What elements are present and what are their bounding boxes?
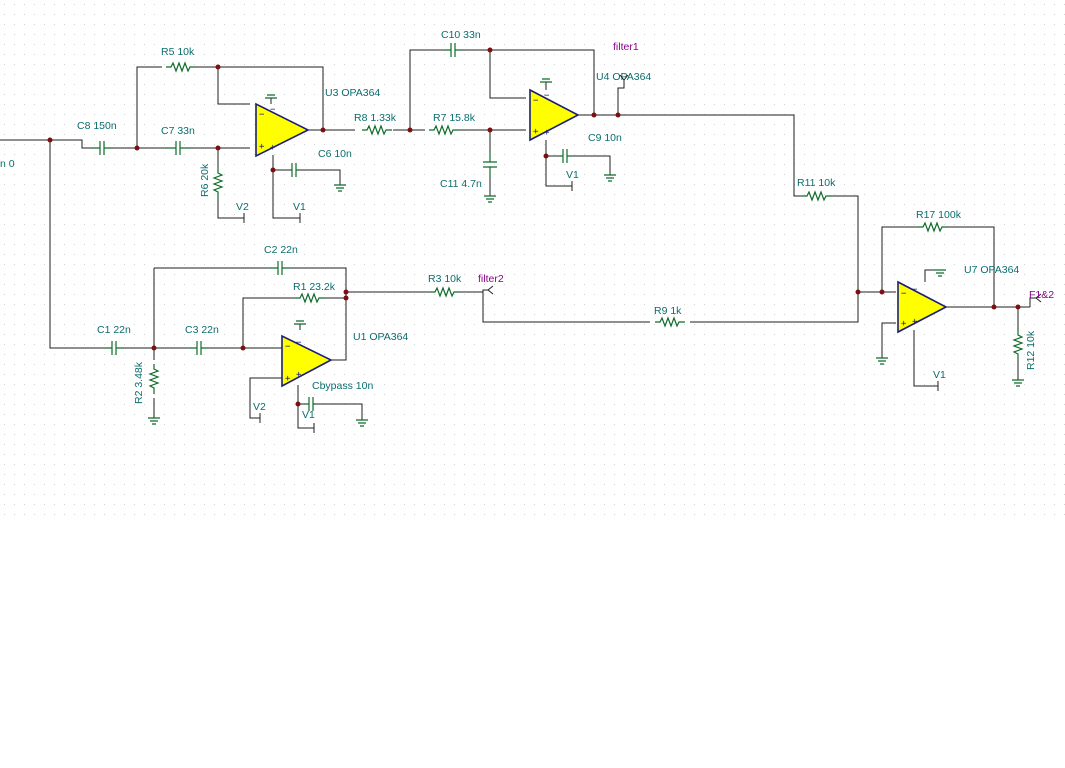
capacitor-c3[interactable]: C3 22n [185,324,219,355]
capacitor-c8-label: C8 150n [77,120,117,132]
opamp-u7[interactable]: − + − + U7 OPA364 [897,264,1019,334]
ground-icons [148,78,1024,427]
resistor-r5-label: R5 10k [161,46,195,58]
opamp-u1[interactable]: − + − + U1 OPA364 [281,331,408,388]
capacitor-c6[interactable]: C6 10n [290,148,352,177]
svg-text:−: − [912,285,918,295]
ground-icon [356,419,368,427]
opamp-u1-label: U1 OPA364 [353,331,408,343]
net-out-label: F1&2 [1029,289,1054,301]
capacitor-c2-label: C2 22n [264,244,298,256]
svg-text:−: − [259,110,265,120]
svg-text:+: + [912,317,918,327]
resistor-r1[interactable]: R1 23.2k [293,281,336,303]
wires [0,49,1036,429]
opamp-u4[interactable]: − + − + U4 OPA364 [529,71,651,142]
capacitor-cbypass-label: Cbypass 10n [312,380,373,392]
capacitor-c10-label: C10 33n [441,29,481,41]
grid-background [0,0,1065,520]
capacitor-c1-label: C1 22n [97,324,131,336]
svg-text:−: − [544,91,550,101]
resistor-r11[interactable]: R11 10k [797,177,836,201]
ground-icon [1012,379,1024,387]
svg-text:+: + [544,128,550,138]
supply-v1-label: V1 [566,169,579,181]
resistor-r5[interactable]: R5 10k [161,46,197,72]
capacitor-cbypass[interactable]: Cbypass 10n [306,380,373,411]
svg-text:−: − [285,342,291,352]
resistor-r2[interactable]: R2 3.48k [133,361,159,404]
resistor-r3[interactable]: R3 10k [428,273,462,297]
svg-text:+: + [901,319,907,329]
capacitor-c9[interactable]: C9 10n [560,132,622,163]
capacitor-c7-label: C7 33n [161,125,195,137]
resistor-r1-label: R1 23.2k [293,281,336,293]
ground-icon [876,357,888,365]
capacitor-c9-label: C9 10n [588,132,622,144]
capacitor-c11-label: C11 4.7n [440,178,482,190]
resistor-r7-label: R7 15.8k [433,112,476,124]
resistor-r6-label: R6 20k [199,163,211,197]
resistor-r7[interactable]: R7 15.8k [428,112,476,135]
ground-icon [604,174,616,182]
svg-text:−: − [296,338,302,348]
supply-v1-label: V1 [293,201,306,213]
supply-terminals [243,181,939,433]
net-filter1-label: filter1 [613,41,639,53]
svg-text:−: − [901,289,907,299]
resistor-r17[interactable]: R17 100k [916,209,962,232]
junctions [47,47,1021,407]
resistor-r11-label: R11 10k [797,177,836,189]
resistor-r12-label: R12 10k [1025,330,1037,370]
svg-text:−: − [270,105,276,115]
svg-text:+: + [285,374,291,384]
net-filter1[interactable]: filter1 [613,41,639,81]
svg-text:−: − [533,96,539,106]
capacitor-c8[interactable]: C8 150n [77,120,117,155]
resistor-r8-label: R8 1.33k [354,112,397,124]
capacitor-c2[interactable]: C2 22n [264,244,298,275]
net-filter2-label: filter2 [478,273,504,285]
resistor-r17-label: R17 100k [916,209,962,221]
capacitor-c6-label: C6 10n [318,148,352,160]
resistor-r2-label: R2 3.48k [133,361,145,404]
opamp-u7-label: U7 OPA364 [964,264,1019,276]
capacitor-c1[interactable]: C1 22n [97,324,131,355]
ground-icon [265,94,277,99]
capacitor-c11[interactable]: C11 4.7n [440,152,497,190]
svg-text:+: + [533,127,539,137]
opamp-u4-label: U4 OPA364 [596,71,651,83]
capacitor-c7[interactable]: C7 33n [161,125,195,155]
net-out[interactable]: F1&2 [1029,289,1054,303]
resistor-r3-label: R3 10k [428,273,462,285]
resistor-r12[interactable]: R12 10k [1013,329,1037,370]
resistor-r6[interactable]: R6 20k [199,163,223,199]
capacitor-c10[interactable]: C10 33n [441,29,481,57]
net-filter2[interactable]: filter2 [478,273,504,295]
supply-v2-label: V2 [236,201,249,213]
ground-icon [484,195,496,203]
supply-v1-label: V1 [933,369,946,381]
svg-text:+: + [296,370,302,380]
ground-icon [294,320,306,325]
resistor-r9-label: R9 1k [654,305,682,317]
supply-v1-label: V1 [302,409,315,421]
ground-icon [334,184,346,192]
ground-icon [148,417,160,425]
resistor-r8[interactable]: R8 1.33k [354,112,397,135]
svg-text:+: + [270,143,276,153]
opamp-u3[interactable]: − + − + U3 OPA364 [255,87,380,158]
source-vin-label: n 0 [0,158,15,170]
opamp-u3-label: U3 OPA364 [325,87,380,99]
ground-icon [934,269,946,277]
supply-v2-label: V2 [253,401,266,413]
svg-text:+: + [259,142,265,152]
resistor-r9[interactable]: R9 1k [654,305,686,327]
ground-icon [540,78,552,83]
capacitor-c3-label: C3 22n [185,324,219,336]
